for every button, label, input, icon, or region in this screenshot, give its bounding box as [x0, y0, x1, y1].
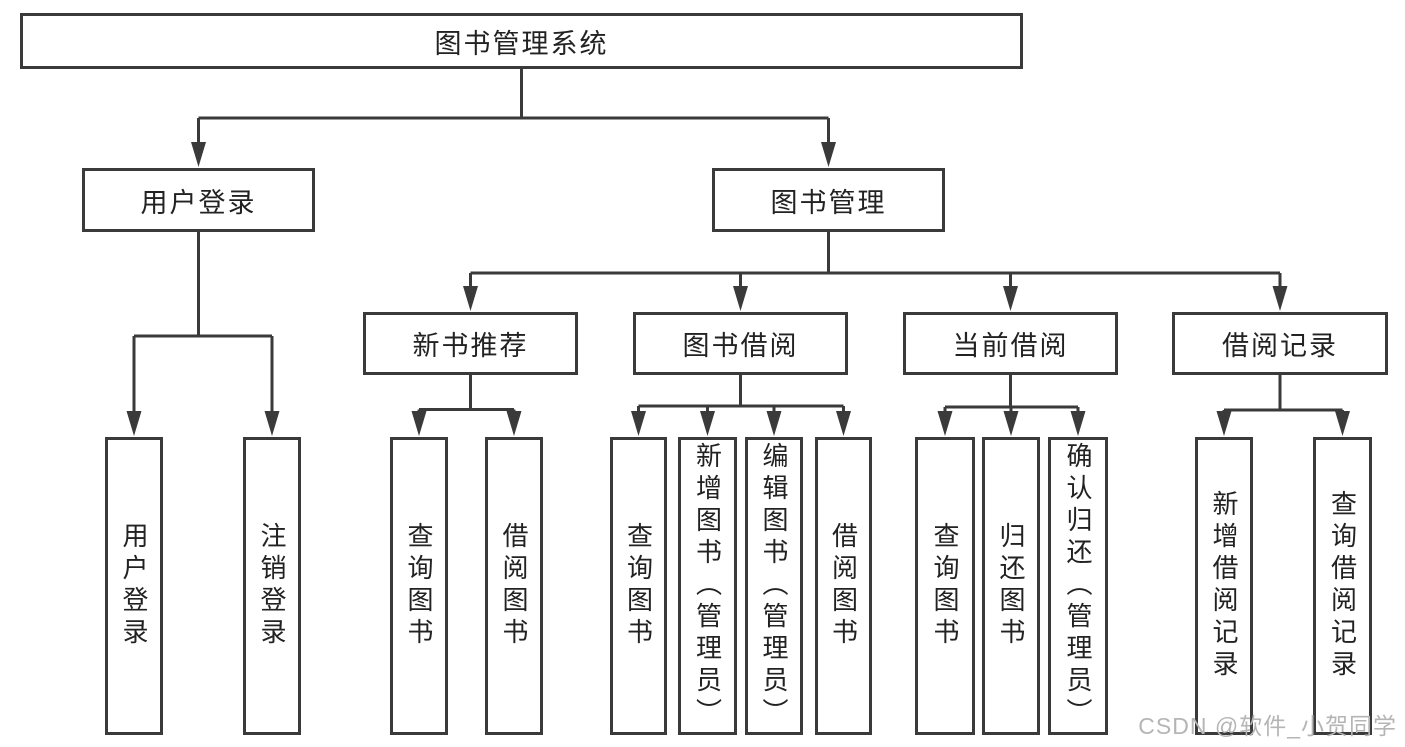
node-borrow-record: 借阅记录 — [1172, 312, 1388, 375]
node-current-borrow: 当前借阅 — [903, 312, 1118, 375]
leaf-borrow-book-1: 借阅图书 — [485, 437, 543, 735]
node-root-system: 图书管理系统 — [20, 13, 1023, 69]
leaf-query-book-1: 查询图书 — [390, 437, 448, 735]
leaf-return-book: 归还图书 — [982, 437, 1040, 735]
node-book-management: 图书管理 — [712, 168, 945, 232]
leaf-add-book-admin: 新增图书（管理员） — [678, 437, 737, 735]
csdn-watermark: CSDN @软件_小贺同学 — [1138, 713, 1397, 739]
leaf-confirm-return-admin: 确认归还（管理员） — [1048, 437, 1108, 735]
node-book-borrow: 图书借阅 — [633, 312, 848, 375]
leaf-query-borrow-record: 查询借阅记录 — [1313, 437, 1372, 735]
node-new-book-recommend: 新书推荐 — [363, 312, 578, 375]
leaf-borrow-book-2: 借阅图书 — [815, 437, 872, 735]
leaf-add-borrow-record: 新增借阅记录 — [1195, 437, 1253, 735]
leaf-edit-book-admin: 编辑图书（管理员） — [745, 437, 803, 735]
leaf-query-book-3: 查询图书 — [915, 437, 975, 735]
leaf-query-book-2: 查询图书 — [610, 437, 667, 735]
leaf-logout: 注销登录 — [243, 437, 301, 735]
node-user-login: 用户登录 — [82, 168, 315, 232]
leaf-user-login: 用户登录 — [105, 437, 163, 735]
arrowheads — [126, 142, 1350, 436]
